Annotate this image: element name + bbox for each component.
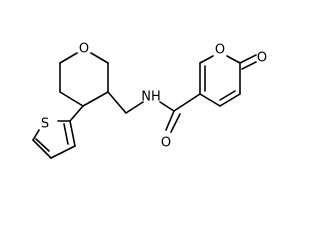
bond bbox=[159, 101, 175, 112]
pyranone-carbonyl-oxygen-label: O bbox=[257, 51, 267, 66]
bond bbox=[82, 91, 109, 107]
bond bbox=[199, 55, 214, 64]
thiophene-ring bbox=[32, 105, 84, 159]
oxane-oxygen-label: O bbox=[79, 42, 89, 57]
bond bbox=[170, 113, 181, 133]
bond bbox=[165, 110, 175, 131]
amide-carbonyl-oxygen-label: O bbox=[161, 136, 171, 151]
bond bbox=[173, 93, 201, 112]
thiophene-sulfur-label: S bbox=[41, 117, 49, 132]
amide-nitrogen-label: NH bbox=[141, 90, 161, 105]
molecule-structure: O S NH O O O bbox=[32, 42, 267, 159]
bond bbox=[63, 123, 69, 145]
lactone-carbonyl bbox=[239, 54, 257, 70]
bond bbox=[32, 139, 52, 159]
bond bbox=[69, 105, 84, 122]
linker bbox=[107, 91, 175, 114]
bond bbox=[50, 145, 76, 159]
bond bbox=[69, 120, 76, 147]
pyranone-ring-oxygen-label: O bbox=[215, 43, 225, 58]
amide-carbonyl bbox=[165, 93, 201, 133]
bond bbox=[226, 55, 241, 64]
bond bbox=[59, 91, 84, 107]
bond bbox=[125, 101, 144, 114]
bond bbox=[90, 52, 109, 64]
bond bbox=[241, 61, 257, 70]
bond bbox=[107, 91, 127, 114]
pyranone-ring bbox=[199, 55, 241, 107]
bond bbox=[35, 138, 50, 152]
bond bbox=[219, 90, 236, 101]
bond bbox=[239, 54, 257, 64]
oxane-ring bbox=[59, 52, 109, 107]
bond bbox=[219, 93, 241, 107]
bond bbox=[59, 52, 78, 64]
bond bbox=[199, 93, 221, 107]
bond bbox=[32, 129, 40, 141]
